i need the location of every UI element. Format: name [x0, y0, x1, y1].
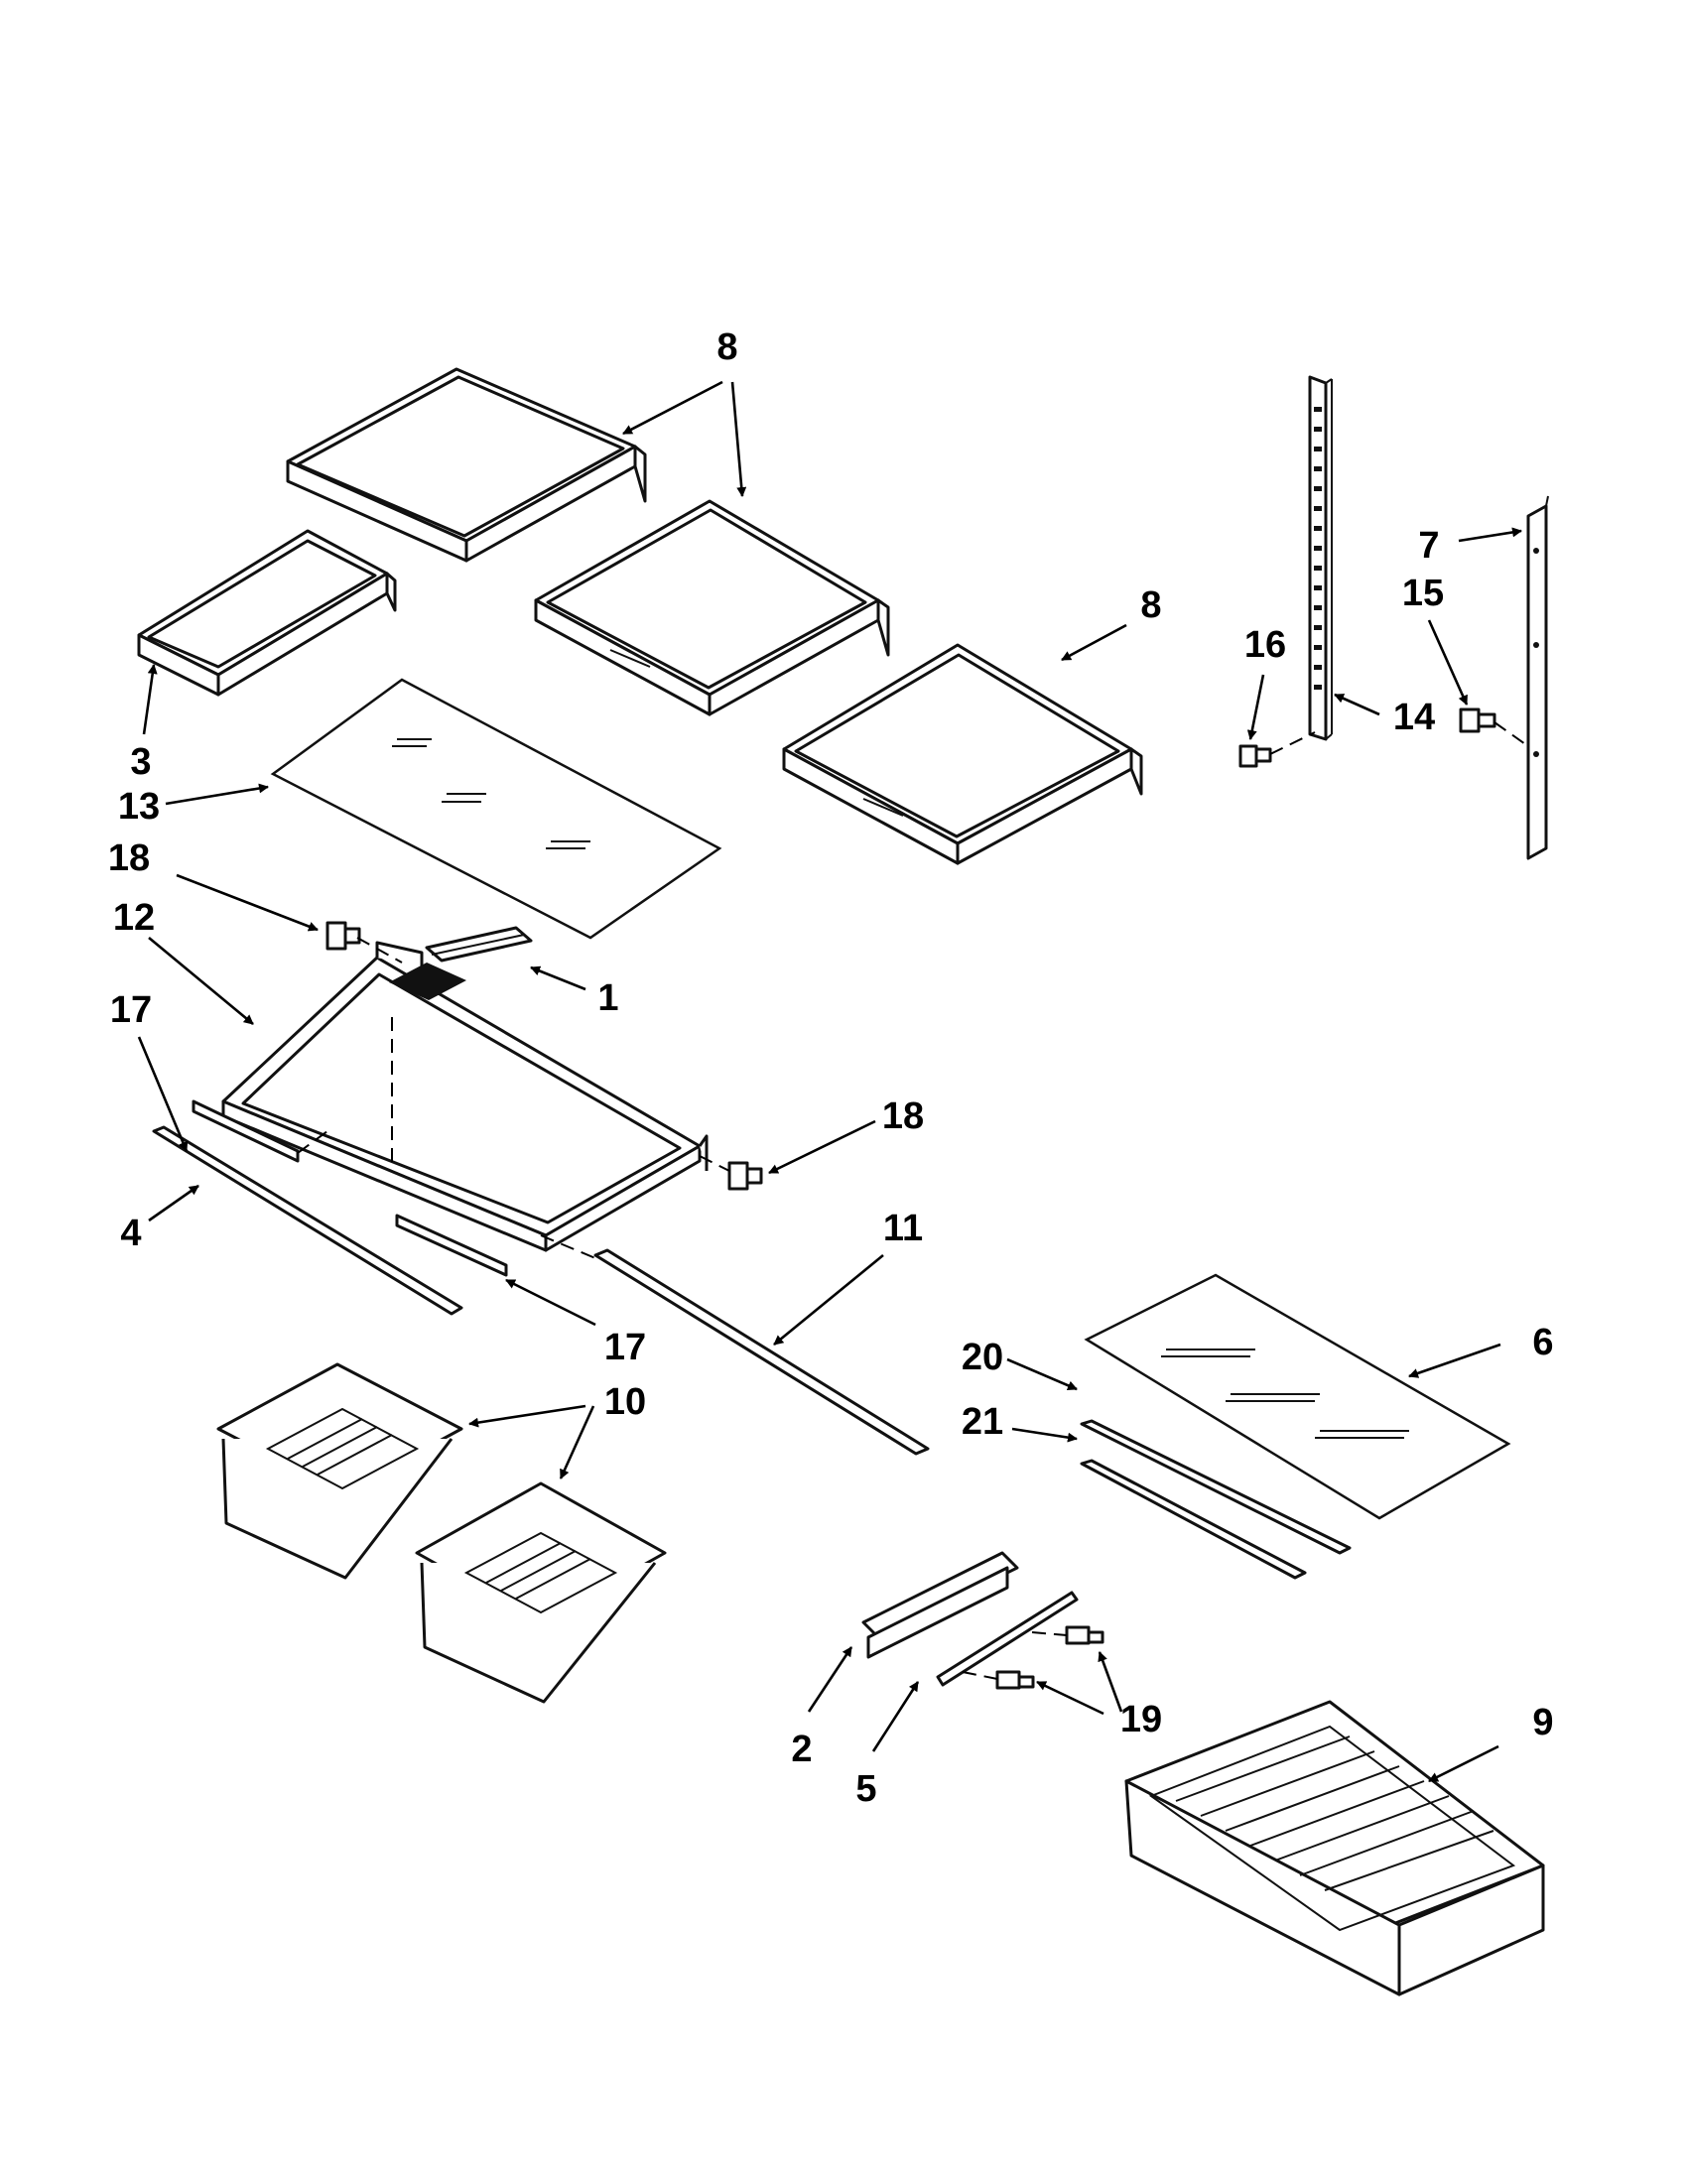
callout-5: 5 — [855, 1768, 876, 1810]
callout-3: 3 — [130, 741, 151, 783]
clip-18-top — [325, 921, 361, 951]
callout-8-right: 8 — [1140, 584, 1161, 626]
shelf-frame-12 — [221, 941, 709, 1252]
crisper-10-right — [415, 1481, 667, 1704]
callout-15: 15 — [1402, 573, 1444, 614]
bracket-5 — [936, 1591, 1079, 1687]
trim-strip-21 — [1080, 1459, 1307, 1580]
callout-12: 12 — [113, 897, 155, 939]
callout-8-top: 8 — [716, 326, 737, 368]
bracket-2 — [861, 1551, 1019, 1659]
glass-shelf-13 — [270, 678, 722, 940]
slide-rail-1 — [425, 926, 533, 963]
callout-17-bottom: 17 — [604, 1327, 646, 1368]
bracket-17-right — [395, 1214, 508, 1277]
vent-1 — [389, 963, 466, 1000]
callout-labels: 8 7 15 16 8 14 3 13 18 12 1 17 18 11 4 1… — [108, 326, 1554, 1810]
screw-15 — [1459, 707, 1496, 733]
shelf-8-right — [782, 643, 1143, 865]
callout-10: 10 — [604, 1381, 646, 1423]
callout-20: 20 — [962, 1337, 1003, 1378]
callout-2: 2 — [791, 1729, 812, 1770]
rail-14 — [1308, 375, 1333, 741]
shelf-8-middle — [534, 499, 890, 716]
callout-17-top: 17 — [110, 989, 152, 1031]
callout-21: 21 — [962, 1401, 1003, 1443]
screw-19-bottom — [995, 1670, 1035, 1690]
bracket-17-left — [192, 1099, 300, 1163]
drawer-9 — [1124, 1700, 1545, 1996]
callout-14: 14 — [1393, 697, 1435, 738]
shelf-3 — [137, 529, 397, 697]
screw-19-top — [1065, 1625, 1104, 1645]
callout-16: 16 — [1244, 624, 1286, 666]
rail-7 — [1526, 495, 1549, 860]
callout-1: 1 — [597, 977, 618, 1019]
trim-strip-4 — [152, 1125, 463, 1316]
callout-4: 4 — [120, 1213, 141, 1254]
crisper-10-left — [216, 1362, 463, 1580]
callout-11: 11 — [883, 1208, 923, 1249]
clip-18-right — [727, 1161, 763, 1191]
callout-18-top: 18 — [108, 837, 150, 879]
shelf-8-top — [286, 367, 647, 563]
screw-16 — [1238, 744, 1272, 768]
trim-strip-11 — [593, 1248, 930, 1456]
trim-strip-20 — [1080, 1419, 1352, 1555]
callout-13: 13 — [118, 786, 160, 828]
glass-shelf-6 — [1084, 1273, 1511, 1520]
callout-18-right: 18 — [882, 1095, 924, 1137]
leader-lines — [137, 380, 1522, 1783]
callout-6: 6 — [1532, 1322, 1553, 1363]
callout-9: 9 — [1532, 1702, 1553, 1743]
callout-7: 7 — [1418, 525, 1439, 567]
callout-19: 19 — [1120, 1699, 1162, 1740]
